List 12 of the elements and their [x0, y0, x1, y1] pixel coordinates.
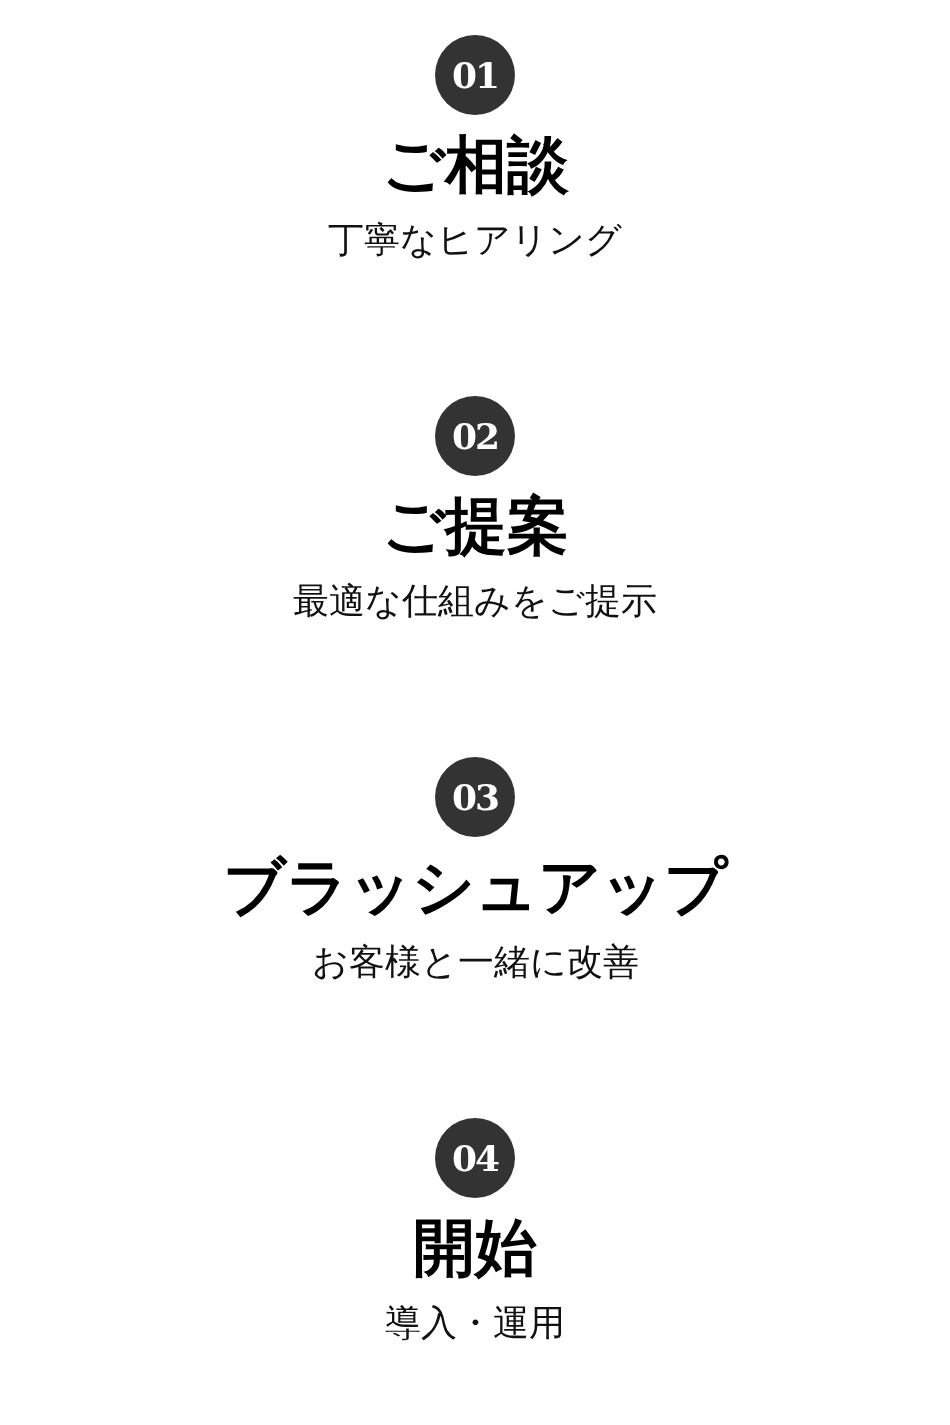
- step-description: 最適な仕組みをご提示: [293, 579, 657, 623]
- step-title: ご相談: [381, 127, 569, 203]
- step-number-circle: 01: [435, 35, 515, 115]
- step-description: 丁寧なヒアリング: [328, 218, 622, 262]
- step-number-circle: 04: [435, 1118, 515, 1198]
- step-number-circle: 02: [435, 396, 515, 476]
- step-description: お客様と一緒に改善: [311, 940, 639, 984]
- step-title: ブラッシュアップ: [223, 849, 727, 925]
- step-description: 導入・運用: [385, 1301, 565, 1345]
- step-title: ご提案: [381, 488, 569, 564]
- step-title: 開始: [413, 1210, 537, 1286]
- step-number-circle: 03: [435, 757, 515, 837]
